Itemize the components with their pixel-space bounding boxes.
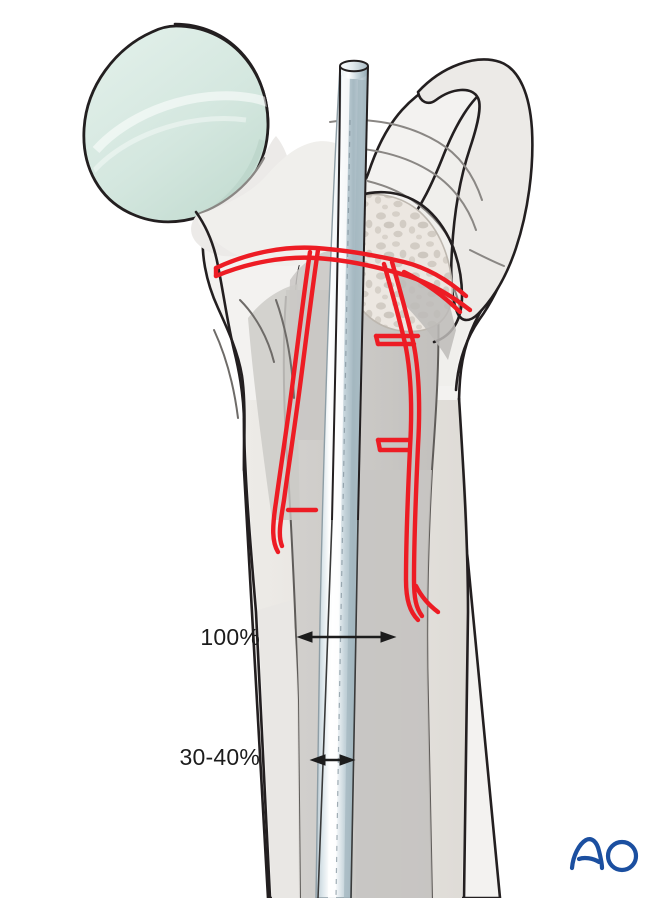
ao-logo-mark bbox=[569, 837, 639, 873]
fracture-lines bbox=[213, 245, 473, 623]
fracture-line-lateral-oblique-2 bbox=[381, 261, 421, 623]
endosteal-shade-medial bbox=[258, 600, 300, 898]
femoral-head bbox=[82, 24, 292, 257]
fracture-line-distal-lateral bbox=[413, 583, 441, 615]
nail-outline-lines bbox=[317, 519, 359, 898]
fracture-line-medial-oblique-2 bbox=[271, 249, 313, 555]
intramedullary-nail bbox=[315, 59, 369, 898]
fracture-line-lateral-wing bbox=[401, 269, 463, 315]
nail-center-line bbox=[335, 119, 351, 898]
ao-logo: AO bbox=[569, 837, 639, 873]
canal-lateral-line bbox=[426, 295, 440, 898]
measurement-label-100-percent: 100% bbox=[200, 624, 260, 650]
distal-canal-shade bbox=[352, 470, 432, 898]
measurement-label-30-40-percent: 30-40% bbox=[179, 744, 260, 770]
arrow-canal-fill-distal bbox=[309, 754, 356, 766]
nail-highlight bbox=[328, 70, 350, 898]
measurement-arrows bbox=[296, 631, 397, 766]
lateral-cortex-edge bbox=[457, 397, 470, 898]
fracture-line-pertrochanteric-2 bbox=[213, 255, 473, 313]
arrow-canal-fill-proximal bbox=[296, 631, 397, 643]
calcar-contour bbox=[194, 210, 246, 472]
fracture-line-pertrochanteric bbox=[213, 245, 469, 299]
cancellous-rim bbox=[336, 190, 464, 344]
femoral-neck bbox=[197, 141, 369, 266]
medial-cortex-edge bbox=[242, 417, 272, 898]
femoral-head-outline bbox=[82, 24, 270, 224]
fracture-line-medial-oblique bbox=[277, 247, 321, 549]
nail-shadow-stripe bbox=[344, 80, 366, 898]
